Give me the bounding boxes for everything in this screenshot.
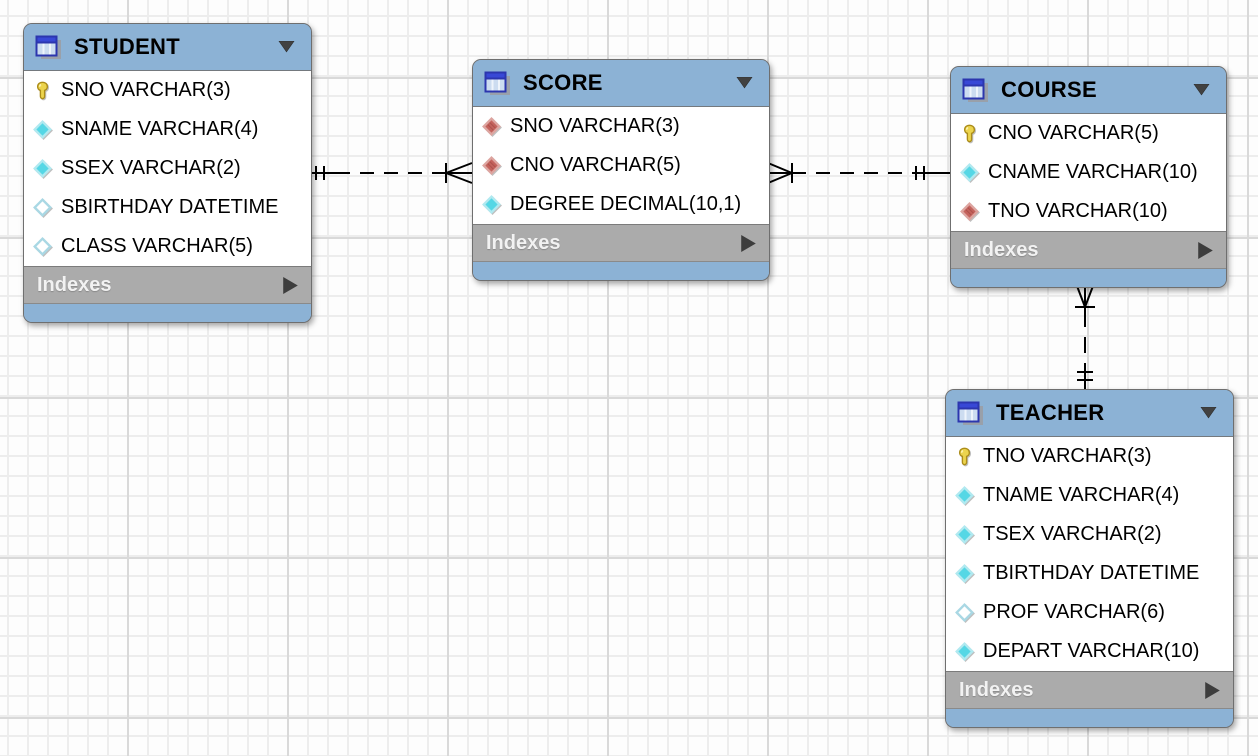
table-footer <box>951 269 1226 287</box>
not-null-column-icon <box>33 120 52 139</box>
column-row[interactable]: TNO VARCHAR(10) <box>951 192 1226 231</box>
table-title: STUDENT <box>74 34 180 59</box>
indexes-bar[interactable]: Indexes <box>946 671 1233 709</box>
table-teacher[interactable]: TEACHER TNO VARCHAR(3) TNAME VARCHAR(4) … <box>945 389 1234 728</box>
indexes-label: Indexes <box>37 273 112 296</box>
nullable-column-icon <box>33 198 52 217</box>
column-text: TBIRTHDAY DATETIME <box>983 562 1200 584</box>
primary-key-icon <box>955 447 974 466</box>
column-text: TNO VARCHAR(3) <box>983 445 1152 467</box>
table-title: COURSE <box>1001 77 1097 102</box>
primary-key-icon <box>33 81 52 100</box>
indexes-label: Indexes <box>959 678 1034 701</box>
primary-key-icon <box>960 124 979 143</box>
column-row[interactable]: SNAME VARCHAR(4) <box>24 110 311 149</box>
table-score-header[interactable]: SCORE <box>473 60 769 107</box>
table-title: TEACHER <box>996 400 1105 425</box>
not-null-column-icon <box>955 525 974 544</box>
column-row[interactable]: TNO VARCHAR(3) <box>946 437 1233 476</box>
foreign-key-icon <box>482 117 501 136</box>
collapse-arrow-icon[interactable] <box>1200 407 1217 419</box>
column-text: SBIRTHDAY DATETIME <box>61 196 279 218</box>
nullable-column-icon <box>955 603 974 622</box>
column-list: SNO VARCHAR(3) SNAME VARCHAR(4) SSEX VAR… <box>24 71 311 266</box>
table-footer <box>24 304 311 322</box>
column-text: SNAME VARCHAR(4) <box>61 118 259 140</box>
column-text: TNAME VARCHAR(4) <box>983 484 1180 506</box>
column-text: SNO VARCHAR(3) <box>510 115 680 137</box>
relationship-student-score[interactable] <box>310 162 473 184</box>
column-row[interactable]: SNO VARCHAR(3) <box>473 107 769 146</box>
column-row[interactable]: CNO VARCHAR(5) <box>951 114 1226 153</box>
column-text: DEPART VARCHAR(10) <box>983 640 1200 662</box>
table-footer <box>473 262 769 280</box>
table-course-header[interactable]: COURSE <box>951 67 1226 114</box>
column-text: CNO VARCHAR(5) <box>988 122 1159 144</box>
column-text: TNO VARCHAR(10) <box>988 200 1168 222</box>
table-teacher-header[interactable]: TEACHER <box>946 390 1233 437</box>
column-row[interactable]: TSEX VARCHAR(2) <box>946 515 1233 554</box>
not-null-column-icon <box>482 195 501 214</box>
column-row[interactable]: SBIRTHDAY DATETIME <box>24 188 311 227</box>
table-student[interactable]: STUDENT SNO VARCHAR(3) SNAME VARCHAR(4) … <box>23 23 312 323</box>
table-footer <box>946 709 1233 727</box>
indexes-label: Indexes <box>486 231 561 254</box>
not-null-column-icon <box>955 642 974 661</box>
indexes-label: Indexes <box>964 238 1039 261</box>
column-row[interactable]: CNO VARCHAR(5) <box>473 146 769 185</box>
table-student-header[interactable]: STUDENT <box>24 24 311 71</box>
column-row[interactable]: DEGREE DECIMAL(10,1) <box>473 185 769 224</box>
collapse-arrow-icon[interactable] <box>1193 84 1210 96</box>
table-icon <box>957 401 984 426</box>
column-row[interactable]: PROF VARCHAR(6) <box>946 593 1233 632</box>
table-course[interactable]: COURSE CNO VARCHAR(5) CNAME VARCHAR(10) … <box>950 66 1227 288</box>
expand-arrow-icon[interactable] <box>1205 682 1220 699</box>
not-null-column-icon <box>33 159 52 178</box>
column-list: TNO VARCHAR(3) TNAME VARCHAR(4) TSEX VAR… <box>946 437 1233 671</box>
collapse-arrow-icon[interactable] <box>736 77 753 89</box>
column-text: CNO VARCHAR(5) <box>510 154 681 176</box>
table-icon <box>35 35 62 60</box>
table-icon <box>484 71 511 96</box>
column-row[interactable]: DEPART VARCHAR(10) <box>946 632 1233 671</box>
column-text: PROF VARCHAR(6) <box>983 601 1165 623</box>
nullable-column-icon <box>33 237 52 256</box>
expand-arrow-icon[interactable] <box>283 277 298 294</box>
column-list: CNO VARCHAR(5) CNAME VARCHAR(10) TNO VAR… <box>951 114 1226 231</box>
indexes-bar[interactable]: Indexes <box>24 266 311 304</box>
indexes-bar[interactable]: Indexes <box>951 231 1226 269</box>
column-row[interactable]: SSEX VARCHAR(2) <box>24 149 311 188</box>
foreign-key-icon <box>482 156 501 175</box>
table-title: SCORE <box>523 70 603 95</box>
column-row[interactable]: CLASS VARCHAR(5) <box>24 227 311 266</box>
column-text: SSEX VARCHAR(2) <box>61 157 241 179</box>
column-row[interactable]: TNAME VARCHAR(4) <box>946 476 1233 515</box>
expand-arrow-icon[interactable] <box>741 235 756 252</box>
table-score[interactable]: SCORE SNO VARCHAR(3) CNO VARCHAR(5) DEGR… <box>472 59 770 281</box>
column-row[interactable]: CNAME VARCHAR(10) <box>951 153 1226 192</box>
not-null-column-icon <box>955 486 974 505</box>
column-row[interactable]: TBIRTHDAY DATETIME <box>946 554 1233 593</box>
not-null-column-icon <box>955 564 974 583</box>
not-null-column-icon <box>960 163 979 182</box>
relationship-course-teacher[interactable] <box>1075 285 1095 389</box>
column-text: SNO VARCHAR(3) <box>61 79 231 101</box>
table-icon <box>962 78 989 103</box>
column-text: TSEX VARCHAR(2) <box>983 523 1162 545</box>
column-text: DEGREE DECIMAL(10,1) <box>510 193 742 215</box>
expand-arrow-icon[interactable] <box>1198 242 1213 259</box>
column-row[interactable]: SNO VARCHAR(3) <box>24 71 311 110</box>
relationship-score-course[interactable] <box>767 162 950 184</box>
foreign-key-icon <box>960 202 979 221</box>
column-text: CLASS VARCHAR(5) <box>61 235 253 257</box>
column-text: CNAME VARCHAR(10) <box>988 161 1198 183</box>
column-list: SNO VARCHAR(3) CNO VARCHAR(5) DEGREE DEC… <box>473 107 769 224</box>
collapse-arrow-icon[interactable] <box>278 41 295 53</box>
indexes-bar[interactable]: Indexes <box>473 224 769 262</box>
